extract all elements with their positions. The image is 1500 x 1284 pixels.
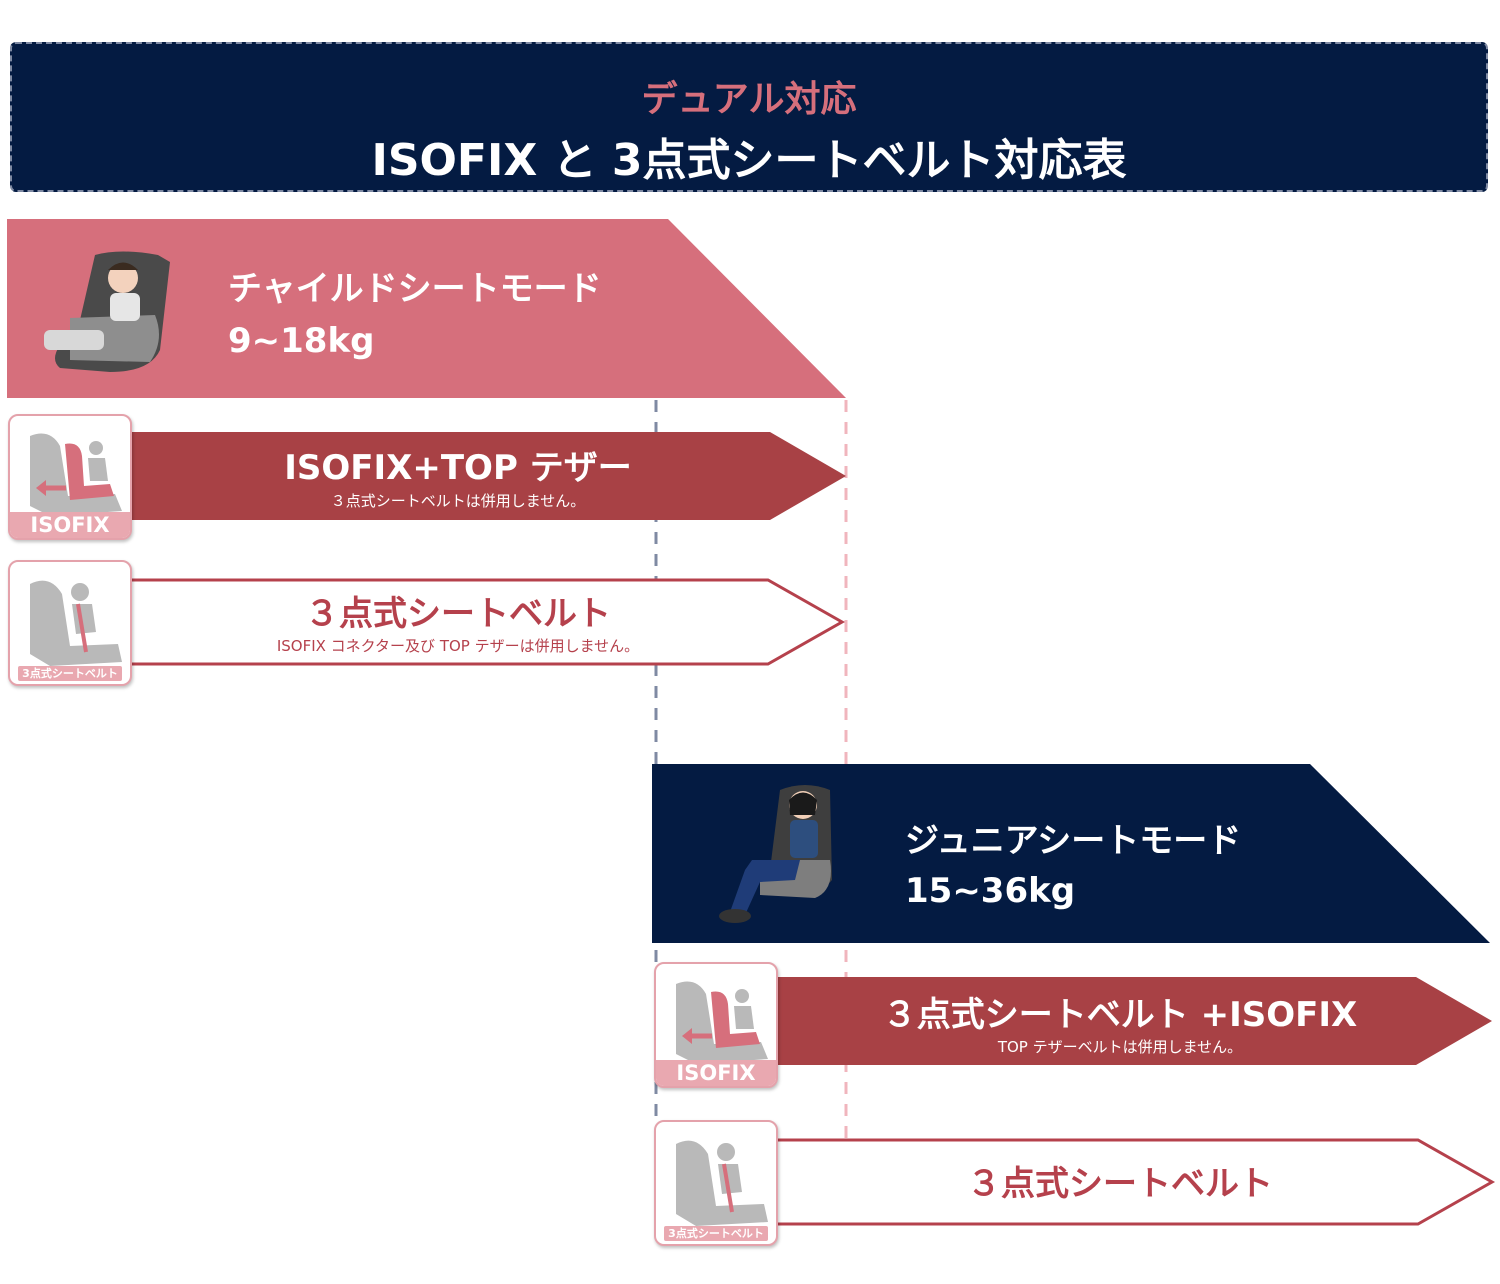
child-seat-photo [44,251,170,372]
child-belt-note: ISOFIX コネクター及び TOP テザーは併用しません。 [277,637,639,655]
child-isofix-label: ISOFIX+TOP テザー [284,448,631,488]
isofix-icon: ISOFIX [8,414,132,540]
child-mode-title: チャイルドシートモード [228,269,602,309]
junior-mode-weight: 15~36kg [905,871,1075,911]
header-title: ISOFIX と 3点式シートベルト対応表 [371,135,1127,186]
junior-isofix-label: ３点式シートベルト +ISOFIX [883,995,1357,1035]
child-isofix-arrow [120,432,846,520]
junior-belt-label: ３点式シートベルト [967,1164,1273,1204]
junior-isofix-icon-label: ISOFIX [656,1060,776,1086]
junior-isofix-icon: ISOFIX [654,962,778,1088]
header-banner: デュアル対応 ISOFIX と 3点式シートベルト対応表 [10,42,1488,192]
junior-isofix-arrow [770,977,1492,1065]
junior-seatbelt-icon-label: 3点式シートベルト [656,1224,776,1244]
junior-seatbelt-icon: 3点式シートベルト [654,1120,778,1246]
junior-mode-band [652,764,1490,943]
header-subtitle: デュアル対応 [641,79,857,120]
child-mode-weight: 9~18kg [228,321,374,361]
isofix-icon-label: ISOFIX [10,512,130,538]
child-belt-label: ３点式シートベルト [305,594,611,634]
seatbelt-icon: 3点式シートベルト [8,560,132,686]
junior-seat-photo [719,785,832,923]
junior-isofix-note: TOP テザーベルトは併用しません。 [997,1038,1242,1056]
junior-mode-title: ジュニアシートモード [905,821,1241,861]
child-isofix-note: ３点式シートベルトは併用しません。 [331,492,586,510]
child-mode-band [7,219,846,398]
seatbelt-icon-label: 3点式シートベルト [10,664,130,684]
